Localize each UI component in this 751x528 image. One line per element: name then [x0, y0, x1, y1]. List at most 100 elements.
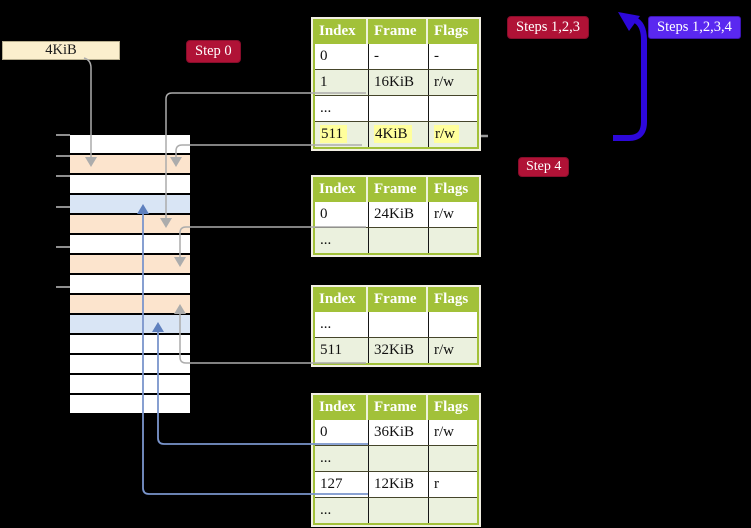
table-cell: 1 — [320, 74, 328, 90]
table-cell: r/w — [428, 122, 477, 147]
memory-frame-cell — [70, 155, 190, 175]
column-header: Index — [319, 291, 356, 307]
steps-1-2-3-badge: Steps 1,2,3 — [507, 16, 590, 39]
column-header: Flags — [426, 395, 479, 420]
table-row: ... — [315, 228, 477, 253]
table-row: ... — [315, 96, 477, 122]
memory-frame-cell — [70, 335, 190, 355]
memory-frame-cell — [70, 195, 190, 215]
table-cell: 511 — [315, 122, 368, 147]
table-row: 511 4KiB r/w — [315, 122, 477, 147]
column-header: Flags — [426, 177, 479, 202]
memory-frame-cell — [70, 375, 190, 395]
table-cell: 127 — [320, 476, 343, 492]
table-row: 0 -- — [315, 44, 477, 70]
column-header: Frame — [366, 287, 426, 312]
memory-frame-cell — [70, 175, 190, 195]
table-cell: r — [428, 472, 477, 497]
table-cell — [368, 228, 428, 253]
table-cell: r/w — [428, 420, 477, 445]
table-cell: r/w — [428, 70, 477, 95]
table-cell: 0 — [320, 206, 328, 222]
table-cell — [368, 498, 428, 523]
memory-frame-cell — [70, 135, 190, 155]
column-header: Frame — [366, 177, 426, 202]
memory-frame-cell — [70, 355, 190, 375]
memory-frame-cell — [70, 315, 190, 335]
table-cell: 4KiB — [368, 122, 428, 147]
memory-frame-cell — [70, 255, 190, 275]
table-cell — [428, 446, 477, 471]
table-cell: 24KiB — [368, 202, 428, 227]
table-row: ... — [315, 446, 477, 472]
arrowhead-upleft-icon — [618, 12, 640, 31]
table-cell: 36KiB — [368, 420, 428, 445]
memory-frame-cell — [70, 395, 190, 415]
table-cell: ... — [320, 450, 332, 466]
table-cell: 16KiB — [368, 70, 428, 95]
step-4-badge: Step 4 — [518, 157, 570, 177]
table-cell: r/w — [428, 202, 477, 227]
table-cell — [428, 228, 477, 253]
table-cell: ... — [320, 316, 332, 332]
table-cell — [428, 498, 477, 523]
table-row: ... — [315, 498, 477, 523]
memory-frame-cell — [70, 275, 190, 295]
table-cell: - — [428, 44, 477, 69]
column-header: Flags — [426, 19, 479, 44]
table-cell: 511 — [320, 342, 342, 358]
highlighted-value: r/w — [434, 125, 459, 143]
table-cell — [368, 96, 428, 121]
table-cell: ... — [320, 232, 332, 248]
memory-tick — [56, 206, 70, 208]
step-0-badge: Step 0 — [186, 40, 241, 63]
table-cell: r/w — [428, 338, 477, 363]
highlighted-value: 4KiB — [374, 125, 412, 143]
table-cell: 32KiB — [368, 338, 428, 363]
table-cell — [428, 96, 477, 121]
memory-frame-cell — [70, 295, 190, 315]
table-cell: ... — [320, 502, 332, 518]
column-header: Index — [319, 23, 356, 39]
memory-tick — [56, 246, 70, 248]
column-header: Frame — [366, 19, 426, 44]
loop-arrow-steps — [613, 16, 647, 141]
highlighted-value: 511 — [320, 125, 347, 143]
table-cell: - — [368, 44, 428, 69]
table-cell — [368, 312, 428, 337]
page-size-box: 4KiB — [2, 41, 120, 60]
column-header: Index — [319, 399, 356, 415]
table-row: ... — [315, 312, 477, 338]
table-cell — [428, 312, 477, 337]
table-cell: ... — [320, 100, 332, 116]
memory-frame-cell — [70, 235, 190, 255]
column-header: Index — [319, 181, 356, 197]
table-cell: 0 — [320, 48, 328, 64]
physical-memory-column — [70, 135, 190, 415]
steps-1-2-3-4-badge: Steps 1,2,3,4 — [648, 16, 741, 39]
column-header: Frame — [366, 395, 426, 420]
table-cell: 0 — [320, 424, 328, 440]
table-cell: 12KiB — [368, 472, 428, 497]
table-cell — [368, 446, 428, 471]
memory-tick — [56, 175, 70, 177]
memory-frame-cell — [70, 215, 190, 235]
memory-tick — [56, 286, 70, 288]
